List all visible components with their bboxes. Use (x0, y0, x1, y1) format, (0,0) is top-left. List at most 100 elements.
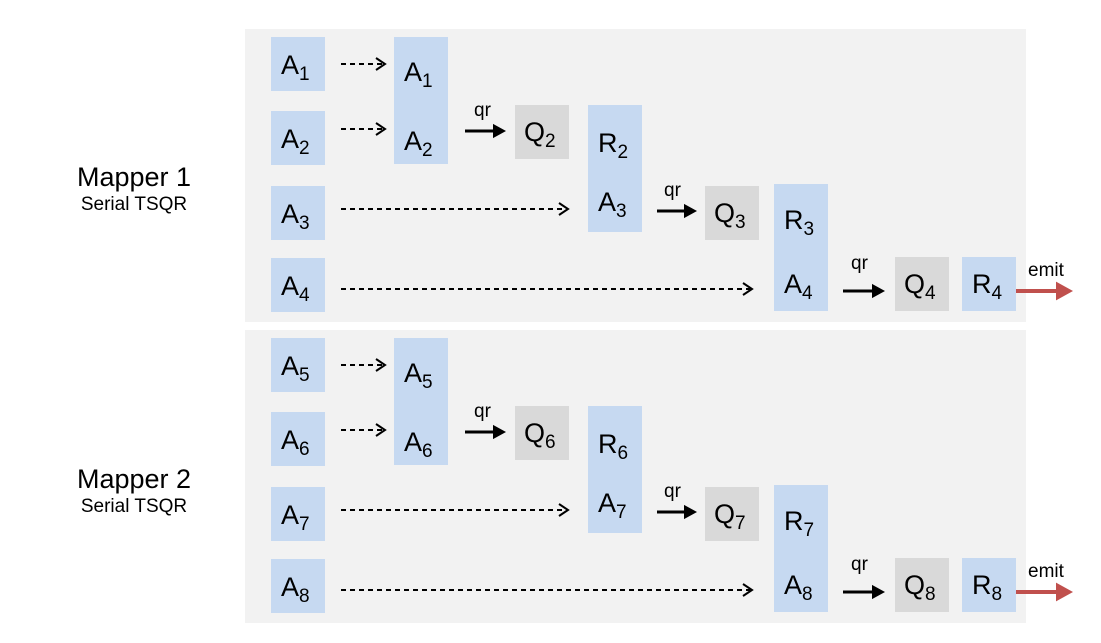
matrix-subscript: 4 (802, 283, 813, 304)
matrix-label: A7 (281, 500, 310, 535)
matrix-subscript: 2 (545, 131, 556, 152)
input-block: A2 (271, 111, 325, 165)
matrix-symbol: A (598, 488, 617, 518)
input-block: A5 (271, 338, 325, 392)
input-block: A7 (271, 487, 325, 541)
matrix-subscript: 6 (617, 443, 629, 464)
q-block: Q8 (895, 558, 949, 612)
q-block: Q4 (895, 257, 949, 311)
matrix-subscript: 7 (803, 520, 815, 541)
input-block: A3 (271, 186, 325, 240)
matrix-symbol: A (281, 50, 300, 80)
matrix-symbol: A (598, 187, 617, 217)
qr-label: qr (664, 180, 681, 201)
matrix-symbol: A (281, 425, 300, 455)
q-block: Q7 (705, 487, 759, 541)
dashed-arrow-head (375, 57, 387, 71)
mapper-title: Mapper 2 (76, 464, 192, 494)
matrix-subscript: 2 (617, 142, 629, 163)
matrix-label: Q8 (904, 570, 936, 605)
matrix-label: A1 (281, 50, 310, 85)
matrix-symbol: Q (904, 570, 926, 600)
matrix-symbol: R (972, 570, 992, 600)
matrix-subscript: 4 (299, 285, 310, 306)
matrix-subscript: 6 (545, 432, 556, 453)
matrix-subscript: 4 (991, 283, 1003, 304)
matrix-symbol: A (281, 199, 300, 229)
matrix-subscript: 6 (422, 441, 433, 462)
matrix-subscript: 5 (422, 372, 433, 393)
qr-label: qr (474, 401, 491, 422)
matrix-symbol: A (404, 126, 423, 156)
matrix-label: A5 (281, 353, 310, 386)
matrix-label: Q6 (524, 418, 556, 453)
matrix-symbol: Q (524, 418, 546, 448)
matrix-subscript: 3 (616, 201, 627, 222)
matrix-symbol: Q (904, 269, 926, 299)
input-block: A1 (271, 37, 325, 91)
matrix-subscript: 8 (925, 584, 936, 605)
dashed-arrow-head (558, 503, 570, 517)
matrix-subscript: 8 (802, 584, 813, 605)
matrix-label: Q4 (904, 269, 936, 304)
q-block: Q2 (515, 105, 569, 159)
matrix-label: Q2 (524, 119, 556, 152)
matrix-symbol: A (281, 271, 300, 301)
matrix-subscript: 2 (299, 138, 310, 159)
matrix-subscript: 7 (299, 514, 310, 535)
dashed-arrow-head (558, 202, 570, 216)
qr-arrow-head (684, 203, 697, 219)
result-block: R8 (962, 558, 1016, 612)
matrix-label: A6 (281, 425, 310, 460)
matrix-subscript: 8 (299, 586, 310, 607)
q-block: Q6 (515, 406, 569, 460)
qr-arrow-head (872, 584, 885, 600)
matrix-subscript: 2 (422, 140, 433, 161)
matrix-label: A4 (281, 271, 310, 306)
matrix-label: A3 (598, 187, 627, 222)
matrix-label: A8 (784, 572, 813, 605)
matrix-subscript: 7 (616, 502, 627, 523)
qr-label: qr (851, 554, 868, 575)
emit-label: emit (1028, 260, 1064, 281)
matrix-subscript: 5 (299, 365, 310, 386)
matrix-symbol: R (784, 506, 804, 536)
q-block: Q3 (705, 186, 759, 240)
input-block: A6 (271, 412, 325, 466)
matrix-subscript: 3 (299, 213, 310, 234)
matrix-symbol: R (598, 429, 618, 459)
matrix-subscript: 7 (735, 513, 746, 534)
matrix-symbol: Q (714, 198, 736, 228)
mapper-subtitle: Serial TSQR (80, 496, 188, 517)
input-block: A4 (271, 258, 325, 312)
qr-arrow-head (493, 424, 506, 440)
matrix-label: R6 (598, 429, 628, 464)
matrix-symbol: A (404, 57, 423, 87)
qr-arrow-head (872, 283, 885, 299)
emit-arrow-head (1056, 582, 1073, 602)
matrix-label: A5 (404, 358, 433, 393)
matrix-symbol: R (784, 205, 804, 235)
mapper-subtitle: Serial TSQR (80, 194, 188, 215)
matrix-symbol: A (404, 358, 423, 388)
matrix-symbol: Q (714, 499, 736, 529)
matrix-label: Q7 (714, 499, 746, 534)
matrix-symbol: A (281, 572, 300, 602)
matrix-label: R4 (972, 271, 1002, 304)
matrix-label: A2 (281, 126, 310, 159)
matrix-symbol: A (281, 500, 300, 530)
matrix-subscript: 3 (803, 219, 815, 240)
matrix-symbol: A (404, 427, 423, 457)
matrix-label: R3 (784, 205, 814, 240)
mapper-title: Mapper 1 (76, 162, 192, 192)
dashed-arrow-head (375, 423, 387, 437)
dashed-arrow-head (742, 583, 754, 597)
dashed-arrow-head (375, 358, 387, 372)
dashed-arrow-head (375, 122, 387, 136)
dashed-arrow-head (742, 282, 754, 296)
